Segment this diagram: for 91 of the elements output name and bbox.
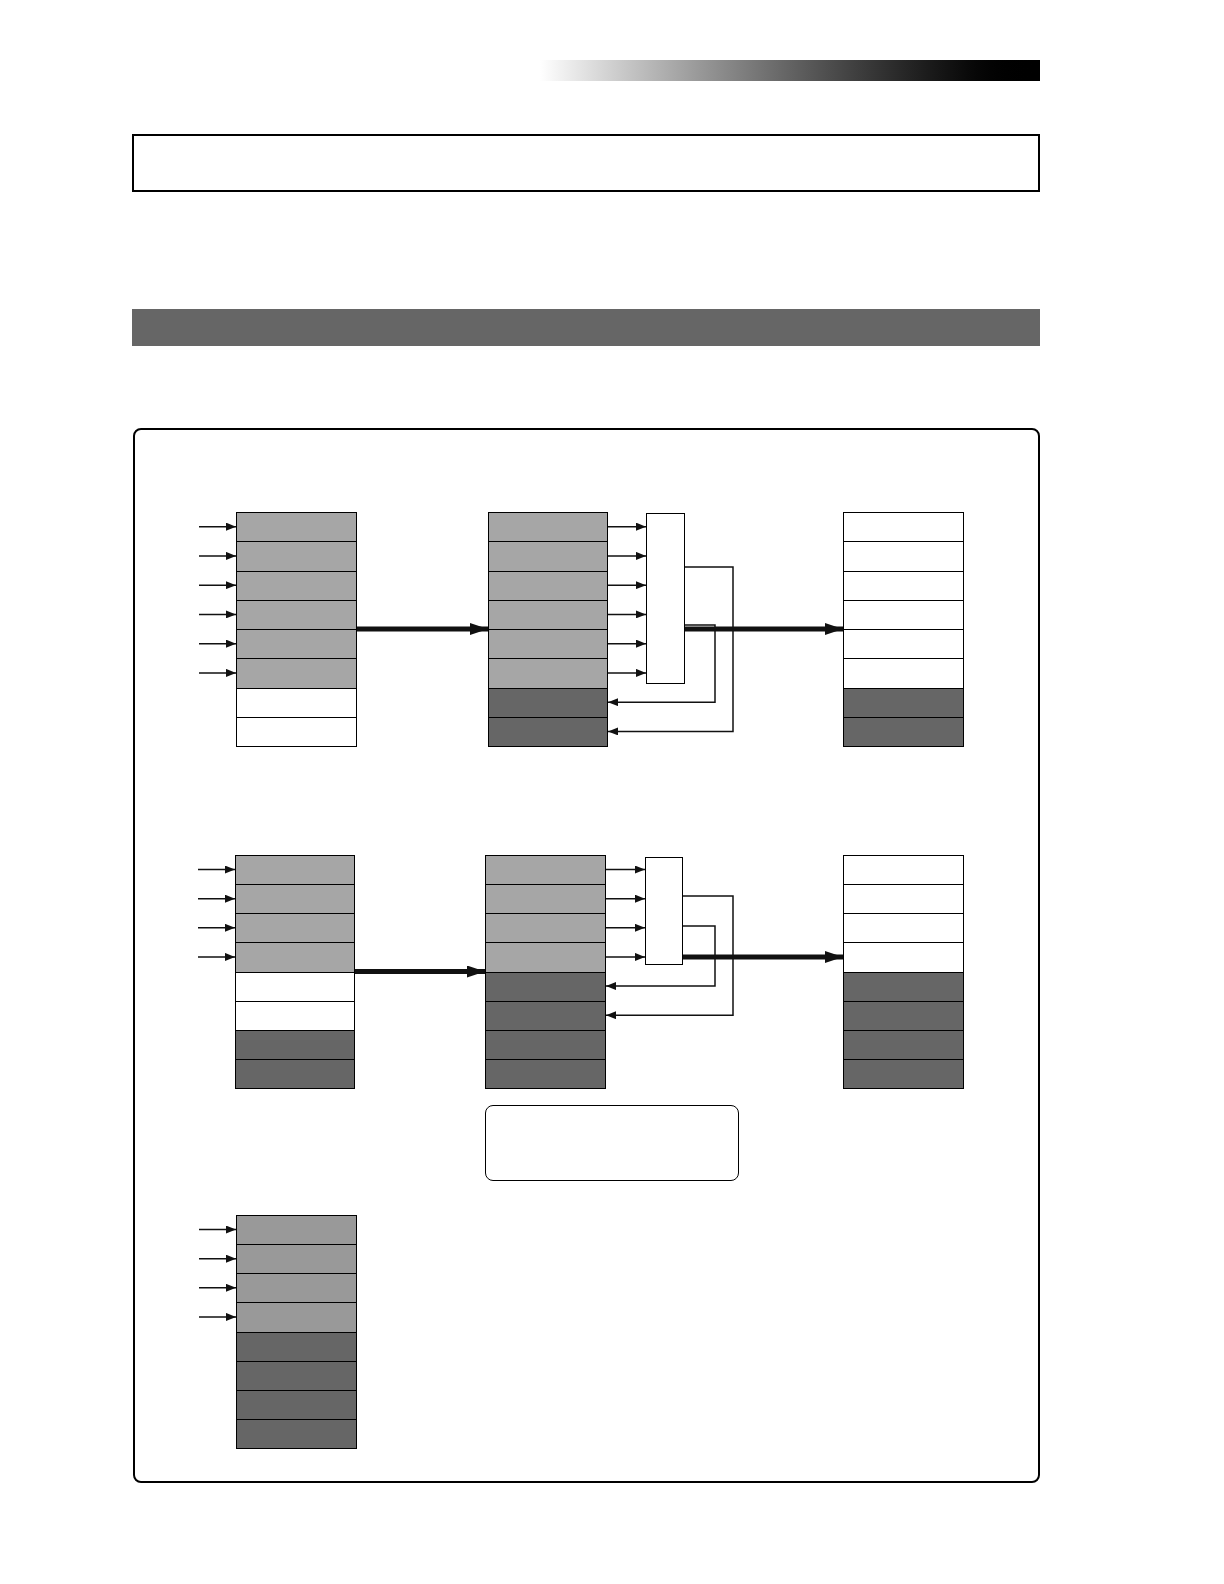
memory-slot (843, 1000, 964, 1031)
memory-slot (236, 541, 357, 572)
arrow (198, 522, 237, 531)
memory-slot (235, 1058, 355, 1089)
memory-slot (843, 687, 964, 718)
diagram-panel (133, 428, 1040, 1483)
arrow (607, 610, 647, 619)
arrow (198, 1312, 237, 1321)
arrow (605, 894, 646, 903)
memory-slot (485, 913, 606, 944)
memory-slot (488, 687, 608, 718)
memory-slot (236, 512, 357, 543)
memory-slot (236, 1215, 357, 1246)
return-arrow (605, 895, 734, 1020)
memory-slot (236, 629, 357, 660)
arrow (607, 668, 647, 677)
memory-slot (488, 629, 608, 660)
memory-slot (843, 855, 964, 886)
memory-slot (843, 1029, 964, 1060)
arrow (355, 965, 485, 978)
memory-slot (843, 658, 964, 689)
memory-slot (236, 1389, 357, 1420)
return-arrow (605, 925, 716, 991)
memory-slot (236, 1302, 357, 1333)
arrow (605, 923, 646, 932)
memory-slot (485, 1058, 606, 1089)
note-box (485, 1105, 739, 1181)
memory-slot (843, 1058, 964, 1089)
memory-slot (485, 855, 606, 886)
empty-frame (132, 134, 1040, 192)
return-arrow (607, 566, 734, 736)
memory-slot (843, 541, 964, 572)
section-band (132, 309, 1040, 346)
memory-slot (485, 884, 606, 915)
memory-slot (235, 884, 355, 915)
memory-slot (236, 1331, 357, 1362)
arrow (197, 923, 236, 932)
arrow (198, 1225, 237, 1234)
arrow (197, 865, 236, 874)
memory-slot (235, 942, 355, 973)
memory-slot (236, 1418, 357, 1449)
memory-slot (843, 716, 964, 747)
arrow (683, 951, 843, 963)
memory-slot (235, 855, 355, 886)
memory-slot (485, 971, 606, 1002)
memory-slot (485, 1000, 606, 1031)
arrow (198, 551, 237, 560)
memory-slot (488, 512, 608, 543)
memory-slot (488, 541, 608, 572)
memory-slot (485, 942, 606, 973)
memory-slot (236, 658, 357, 689)
memory-slot (235, 971, 355, 1002)
arrow (197, 894, 236, 903)
arrow (605, 952, 646, 961)
memory-slot (236, 716, 357, 747)
arrow (198, 1283, 237, 1292)
memory-slot (843, 942, 964, 973)
memory-slot (843, 913, 964, 944)
memory-slot (236, 1273, 357, 1304)
memory-slot (236, 1360, 357, 1391)
memory-slot (236, 687, 357, 718)
arrow (607, 639, 647, 648)
memory-slot (843, 512, 964, 543)
memory-slot (843, 629, 964, 660)
arrow (198, 581, 237, 590)
arrow (607, 522, 647, 531)
memory-slot (488, 716, 608, 747)
return-arrow (607, 624, 716, 707)
arrow (607, 551, 647, 560)
memory-slot (235, 913, 355, 944)
arrow (685, 623, 843, 635)
memory-slot (236, 1244, 357, 1275)
arrow (607, 581, 647, 590)
memory-slot (235, 1029, 355, 1060)
memory-slot (236, 570, 357, 601)
arrow (198, 639, 237, 648)
arrow (605, 865, 646, 874)
memory-slot (843, 971, 964, 1002)
buffer-box (646, 513, 685, 684)
memory-slot (488, 570, 608, 601)
arrow (198, 1254, 237, 1263)
memory-slot (843, 884, 964, 915)
arrow (357, 623, 488, 635)
memory-slot (843, 570, 964, 601)
memory-slot (488, 658, 608, 689)
buffer-box (645, 857, 683, 965)
arrow (197, 952, 236, 961)
memory-slot (235, 1000, 355, 1031)
memory-slot (485, 1029, 606, 1060)
arrow (198, 668, 237, 677)
arrow (198, 610, 237, 619)
